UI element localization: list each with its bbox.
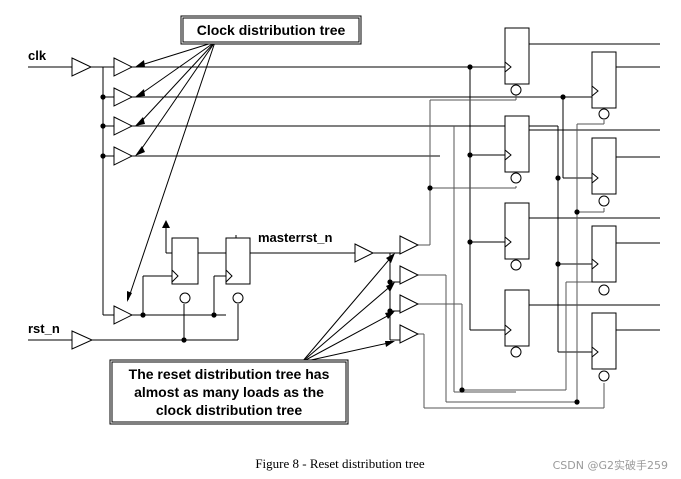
rst-buffer-4 — [399, 324, 420, 344]
rst-buffer-2 — [399, 265, 420, 285]
arrowheads — [127, 60, 145, 302]
rst-buffer-3 — [399, 294, 420, 314]
clock-tree-label: Clock distribution tree — [197, 22, 346, 38]
flop-a3 — [504, 202, 530, 271]
reset-tree-line-1: The reset distribution tree has — [129, 366, 330, 382]
masterrst-buffer — [354, 243, 375, 263]
watermark: CSDN @G2实破手259 — [553, 458, 668, 472]
reset-tree-line-2: almost as many loads as the — [134, 384, 324, 400]
reset-tree-callout: The reset distribution tree has almost a… — [109, 359, 349, 425]
wires — [28, 43, 660, 353]
clk-buffer-3 — [113, 116, 134, 136]
clk-buffer-2 — [113, 87, 134, 107]
flop-b4 — [591, 312, 617, 382]
sync-flop-2 — [225, 237, 251, 304]
flop-b3 — [591, 225, 617, 296]
sync-flop-1 — [171, 237, 199, 304]
arrow-up-icon — [162, 220, 170, 228]
flip-flops — [171, 27, 617, 382]
masterrst-n-label: masterrst_n — [258, 230, 332, 245]
clk-buffer-1 — [113, 57, 134, 77]
rst-buffer-1 — [399, 235, 420, 255]
figure-caption: Figure 8 - Reset distribution tree — [255, 456, 425, 471]
reset-tree-line-3: clock distribution tree — [156, 402, 302, 418]
clk-label: clk — [28, 48, 47, 63]
rst-n-label: rst_n — [28, 321, 60, 336]
flop-a4 — [504, 289, 530, 358]
clock-tree-callout: Clock distribution tree — [180, 15, 362, 45]
clk-buffer-4 — [113, 146, 134, 166]
flop-a1 — [504, 27, 530, 96]
reset-arrowheads — [385, 253, 395, 347]
flop-b2 — [591, 137, 617, 207]
reset-callout-arrows — [301, 254, 394, 363]
flop-a2 — [504, 115, 530, 184]
clock-callout-arrows — [127, 41, 216, 301]
clock-buffers — [71, 57, 420, 350]
reset-wires — [418, 90, 605, 409]
rst-input-buffer — [71, 330, 94, 350]
clk-input-buffer — [71, 57, 93, 77]
clk-buffer-5 — [113, 305, 134, 325]
flop-b1 — [591, 51, 617, 120]
